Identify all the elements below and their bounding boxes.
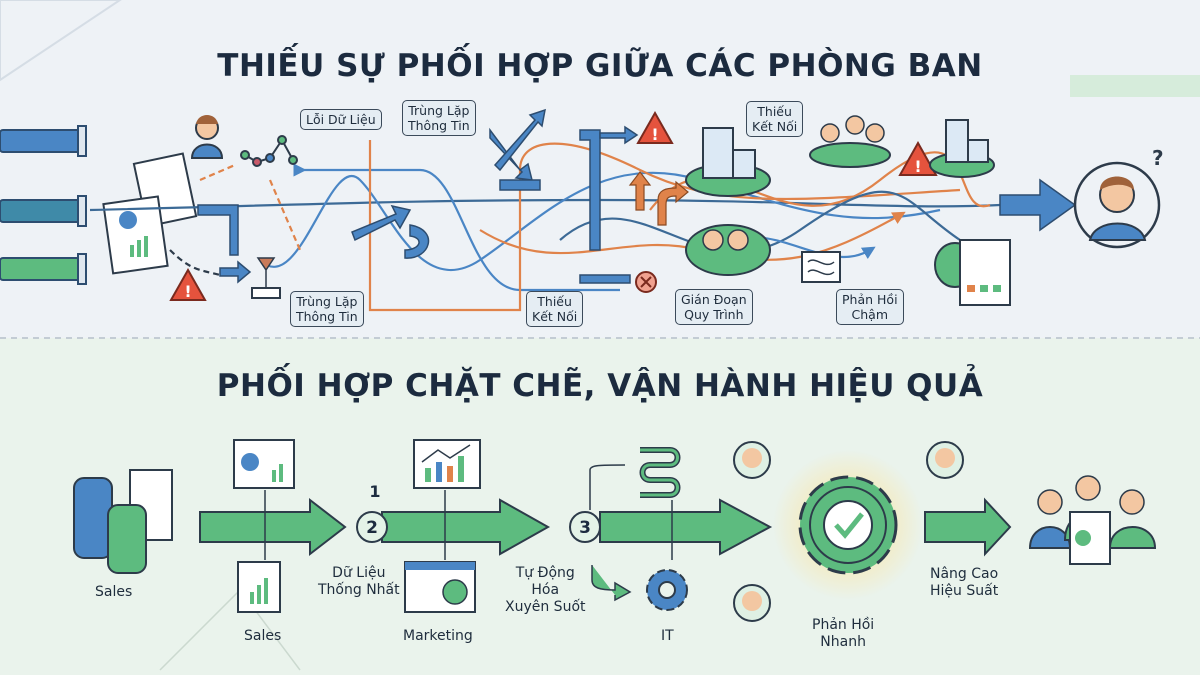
step-1-number: 1: [369, 482, 380, 501]
error-x-icon: [635, 271, 657, 293]
label-no-connection-top: Thiếu Kết Nối: [746, 101, 804, 137]
problem-title: THIẾU SỰ PHỐI HỢP GIỮA CÁC PHÒNG BAN: [217, 48, 983, 84]
broken-link-icon: [801, 251, 841, 283]
solution-title: PHỐI HỢP CHẶT CHẼ, VẬN HÀNH HIỆU QUẢ: [216, 368, 984, 404]
label-process-interruption: Gián Đoạn Quy Trình: [675, 289, 753, 325]
label-data-error: Lỗi Dữ Liệu: [300, 109, 382, 130]
step-2-number: 2: [366, 518, 378, 538]
branch-arrow: [591, 565, 632, 602]
label-unified-data: Dữ Liệu Thống Nhất: [318, 565, 400, 598]
svg-text:!: !: [914, 157, 921, 176]
building-icon: [685, 127, 771, 197]
flow-arrow-3: [599, 498, 773, 556]
label-fast-feedback: Phản Hồi Nhanh: [812, 617, 875, 650]
department-bars: [0, 125, 87, 285]
success-gear-icon: [798, 475, 898, 575]
marketing-dashboard-icon: [404, 561, 476, 613]
flow-arrow-2: [381, 498, 551, 556]
label-duplicate-info-top: Trùng Lặp Thông Tin: [402, 100, 476, 136]
flow-arrows: [199, 497, 1012, 557]
orange-arrows: [628, 171, 689, 226]
step-3-number: 3: [579, 518, 591, 538]
question-mark: ?: [1152, 146, 1164, 170]
database-icon: [73, 469, 173, 574]
warning-icon: !: [636, 110, 674, 144]
flow-arrow-1: [199, 497, 347, 557]
team-avatar: [926, 441, 964, 479]
team-group-icon: [809, 115, 891, 168]
warning-icon: !: [169, 267, 207, 301]
step-2-badge: [356, 511, 388, 543]
joystick-icon: [251, 257, 281, 299]
it-gear-icon: [646, 569, 688, 611]
label-no-connection-bottom: Thiếu Kết Nối: [526, 291, 584, 327]
warning-icon: !: [898, 140, 938, 176]
svg-text:!: !: [184, 282, 191, 301]
connector-lines: [264, 464, 673, 560]
label-slow-feedback: Phản Hồi Chậm: [836, 289, 904, 325]
workflow-document-icon: [934, 239, 1011, 306]
team-success-icon: [1028, 475, 1157, 565]
team-avatar: [733, 584, 771, 622]
building-icon: [929, 119, 995, 178]
team-group-icon: [685, 224, 771, 276]
svg-text:!: !: [651, 125, 658, 144]
deco-green-band: [1070, 75, 1200, 97]
confused-customer-avatar: [1073, 161, 1161, 249]
label-source-sales: Sales: [95, 584, 133, 600]
team-avatar: [733, 441, 771, 479]
report-chart-icon: [233, 439, 295, 489]
broken-arrows: [197, 108, 1077, 284]
label-performance: Nâng Cao Hiệu Suất: [930, 566, 999, 599]
sales-report-icon: [237, 561, 281, 613]
automation-flow-icon: [639, 447, 681, 498]
growth-chart-icon: [413, 439, 481, 489]
stressed-person-icon: [190, 115, 224, 159]
step-3-badge: [569, 511, 601, 543]
bottom-panel-bg: [0, 338, 1200, 675]
flow-arrow-4: [924, 497, 1012, 557]
label-sales: Sales: [244, 628, 282, 644]
network-icon: [240, 135, 298, 167]
label-marketing: Marketing: [403, 628, 473, 644]
label-duplicate-info-bottom: Trùng Lặp Thông Tin: [290, 291, 364, 327]
label-it: IT: [661, 628, 674, 644]
label-automation: Tự Động Hóa Xuyên Suốt: [505, 565, 586, 615]
deco-triangle: [0, 0, 122, 82]
